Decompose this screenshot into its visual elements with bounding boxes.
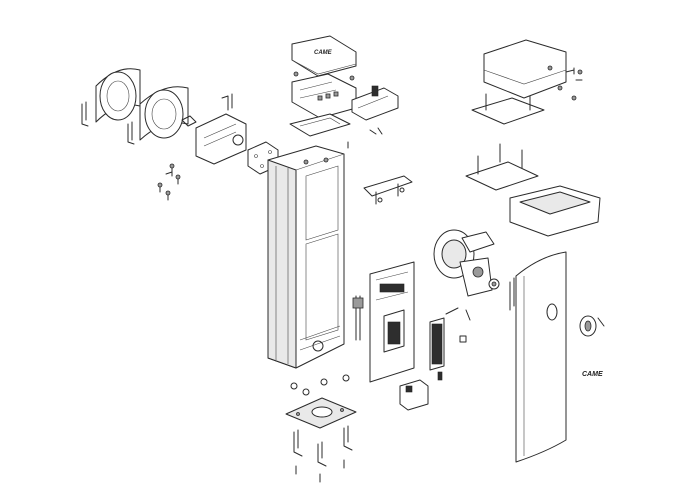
electronics-panel [369,261,415,383]
cabinet-door: CAME [515,251,603,463]
top-cover [483,39,567,99]
gear-motor-housing [433,229,495,297]
bracket-clip-mid [127,121,135,145]
battery-module [429,317,445,371]
cover-lock-screws [557,67,583,101]
connector-block [399,371,443,411]
cabinet-body [267,145,345,369]
door-lock [579,315,605,337]
bracket-clip-left [81,101,89,127]
cable-gland [352,295,364,341]
control-board [351,85,399,121]
release-key-rod [445,307,471,321]
control-box-lid: CAME [291,35,357,77]
cover-support-bracket [471,93,545,125]
door-brand-logo: CAME [582,371,603,378]
control-box-base [291,73,357,119]
round-cover-plate-front [139,86,189,141]
small-fasteners-top [293,71,383,149]
anchor-bolts [293,425,353,483]
round-cover-plate-rear [95,68,141,123]
drive-gear [488,278,500,290]
spring-bracket-assembly [181,93,247,165]
small-part-square [459,335,467,343]
door-hinge-rods [509,277,515,311]
limit-switch-bracket [363,175,413,205]
foundation-plate [285,397,357,429]
motor-support-bracket [465,143,539,191]
base-nuts [290,374,350,396]
upper-housing [509,185,601,237]
lid-brand-logo: CAME [314,50,333,56]
screws-left-group [157,163,181,201]
gasket-plate [289,113,351,137]
